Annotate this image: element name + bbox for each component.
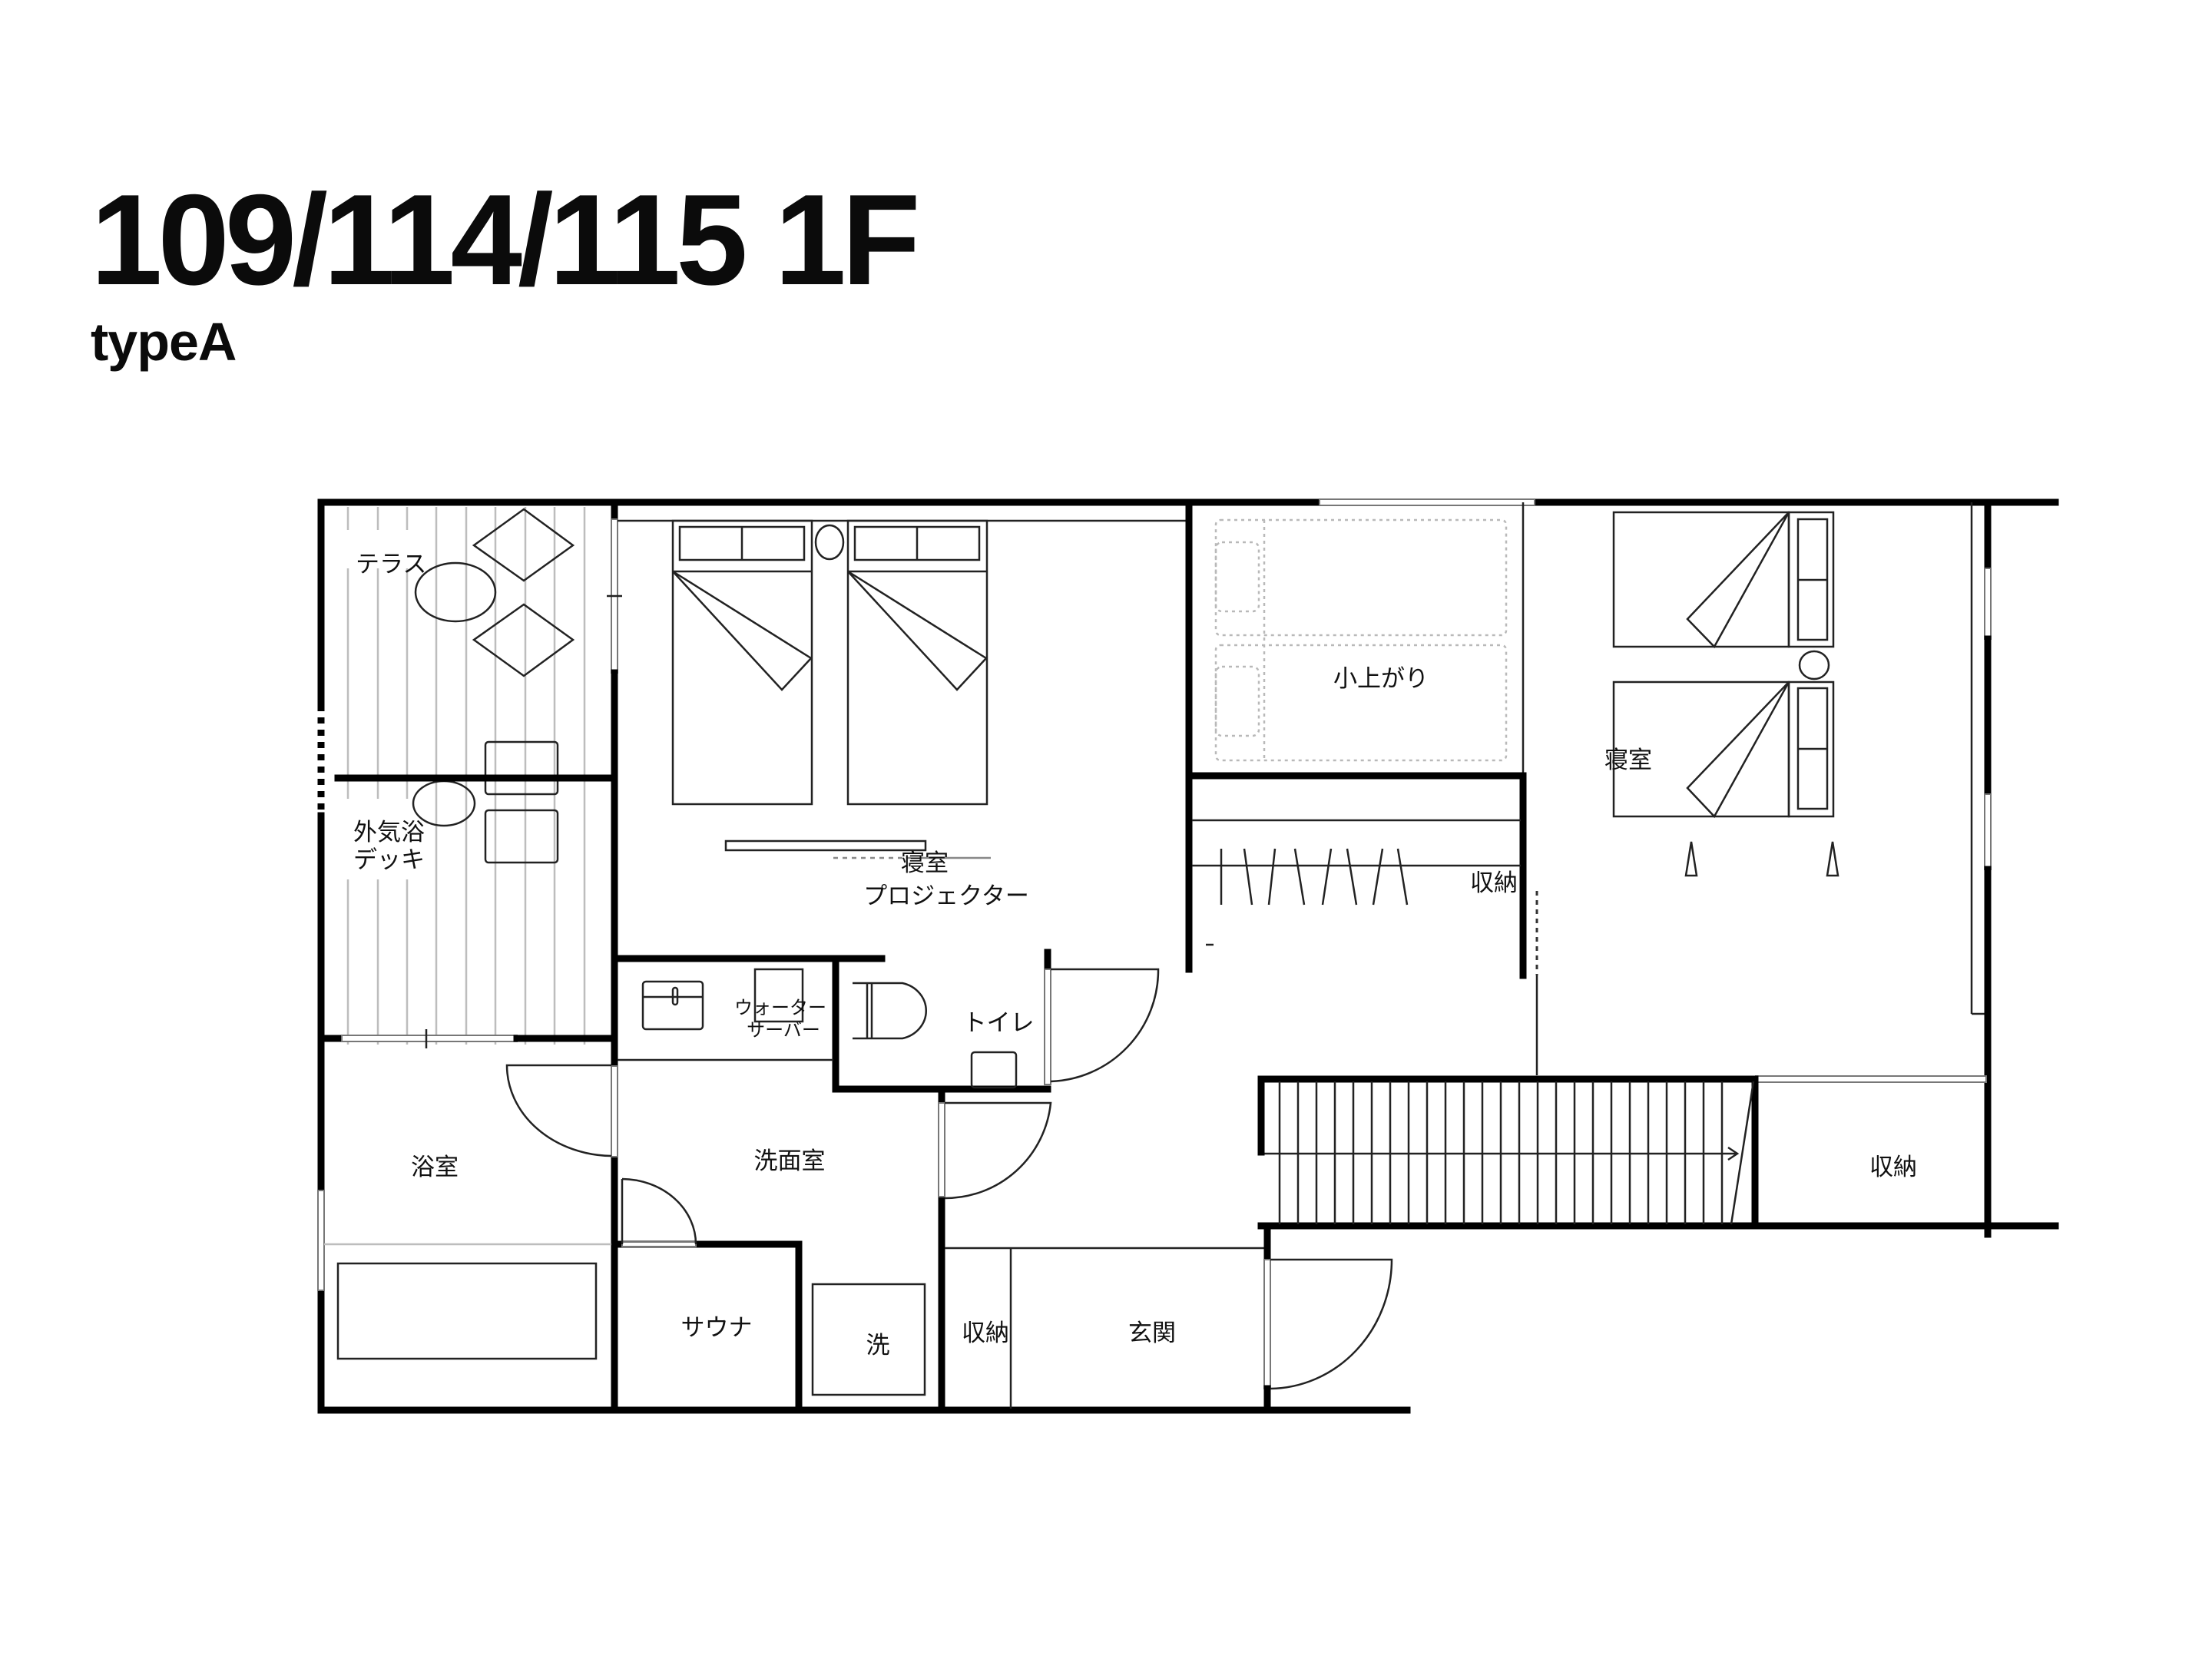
window-bathroom-left xyxy=(317,1190,325,1291)
closet-hangers xyxy=(1192,819,1521,906)
sauna-door-swing xyxy=(621,1177,697,1245)
label-storage-mid: 収納 xyxy=(1470,869,1518,897)
label-washroom: 洗面室 xyxy=(754,1147,826,1175)
washroom-counter xyxy=(618,968,833,1061)
window-top-raised-area xyxy=(1319,498,1535,506)
washing-machine xyxy=(811,1283,926,1396)
front-door-swing xyxy=(1270,1258,1393,1390)
toilet-fixture xyxy=(853,982,1018,1089)
label-outdoor-deck-1: 外気浴 xyxy=(353,819,425,846)
window-deck-bath xyxy=(341,1035,518,1042)
page-subtitle: typeA xyxy=(91,312,237,372)
page-title: 109/114/115 1F xyxy=(91,167,920,312)
label-outdoor-deck-2: デッキ xyxy=(353,846,425,874)
bathroom-door-swing xyxy=(505,1064,612,1157)
label-water-server-1: ウォーター xyxy=(734,997,826,1018)
label-toilet: トイレ xyxy=(963,1009,1035,1037)
label-projector: プロジェクター xyxy=(863,882,1029,910)
label-storage-right: 収納 xyxy=(1869,1154,1917,1181)
terrace-furniture xyxy=(412,508,575,864)
raised-area-outline xyxy=(1214,502,1525,776)
label-entrance: 玄関 xyxy=(1128,1320,1176,1347)
label-sauna: サウナ xyxy=(681,1314,753,1342)
window-bedroom2-right-b xyxy=(1984,793,1992,870)
label-terrace: テラス xyxy=(356,551,426,578)
label-storage-entry: 収納 xyxy=(962,1320,1009,1347)
toilet-door-swing xyxy=(1050,968,1160,1083)
washroom-door-swing xyxy=(944,1101,1052,1200)
staircase xyxy=(1263,1081,1755,1225)
bedroom1-furniture xyxy=(618,519,1187,859)
bedroom2-furniture xyxy=(1612,502,1989,1015)
label-water-server-2: サーバー xyxy=(747,1019,820,1041)
label-bathroom: 浴室 xyxy=(411,1154,459,1181)
label-bedroom1: 寝室 xyxy=(901,849,949,877)
label-bedroom2: 寝室 xyxy=(1604,747,1652,774)
bathtub xyxy=(336,1262,598,1360)
window-bedroom2-right-a xyxy=(1984,568,1992,640)
label-raised-area: 小上がり xyxy=(1333,665,1429,693)
label-washer: 洗 xyxy=(866,1332,890,1359)
exterior-walls xyxy=(317,498,2059,1414)
